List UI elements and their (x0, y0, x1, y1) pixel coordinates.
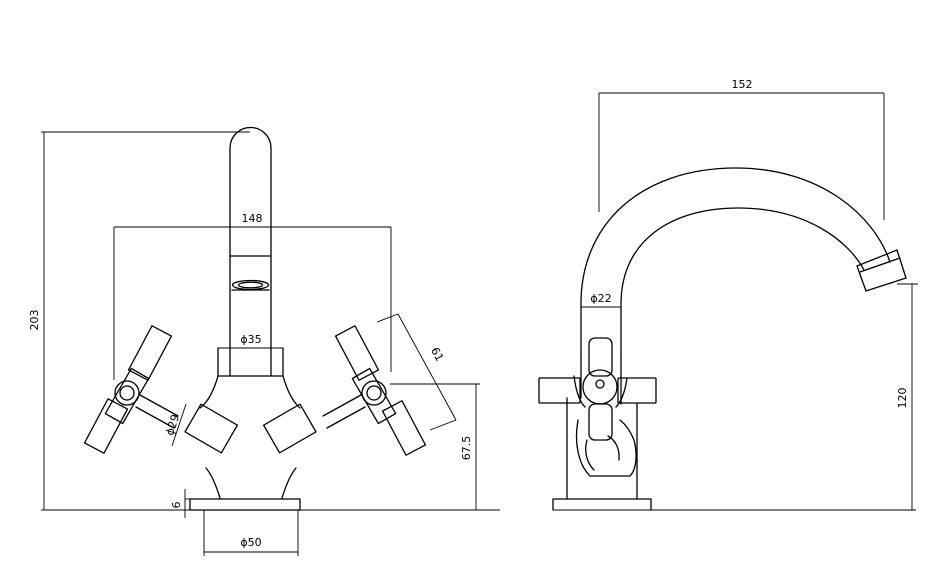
front-body (199, 347, 301, 499)
handle-span-label: 148 (242, 212, 263, 225)
spout-diameter-label: ϕ35 (240, 333, 261, 346)
pipe-diameter-label: ϕ22 (590, 292, 611, 305)
handle-height-label: 67.5 (460, 436, 473, 461)
side-body (566, 353, 638, 500)
front-dimensions: 203 148 ϕ35 61 ϕ29 67.5 6 ϕ50 (28, 131, 480, 556)
front-spout (229, 126, 272, 377)
side-dimensions: 152 ϕ22 120 (581, 78, 918, 510)
front-left-handle (83, 325, 239, 454)
front-view (44, 126, 500, 511)
spout-reach-label: 152 (732, 78, 753, 91)
side-spout (580, 167, 907, 355)
total-height-label: 203 (28, 310, 41, 331)
body-diameter-label: ϕ29 (163, 413, 182, 437)
base-thickness-label: 6 (170, 502, 183, 509)
side-view (538, 167, 916, 511)
handle-length-label: 61 (428, 345, 446, 363)
front-base-plate (189, 498, 301, 511)
side-handle (538, 337, 657, 477)
base-diameter-label: ϕ50 (240, 536, 261, 549)
front-right-handle (262, 325, 427, 456)
side-base-plate (552, 498, 652, 511)
spout-height-label: 120 (896, 388, 909, 409)
